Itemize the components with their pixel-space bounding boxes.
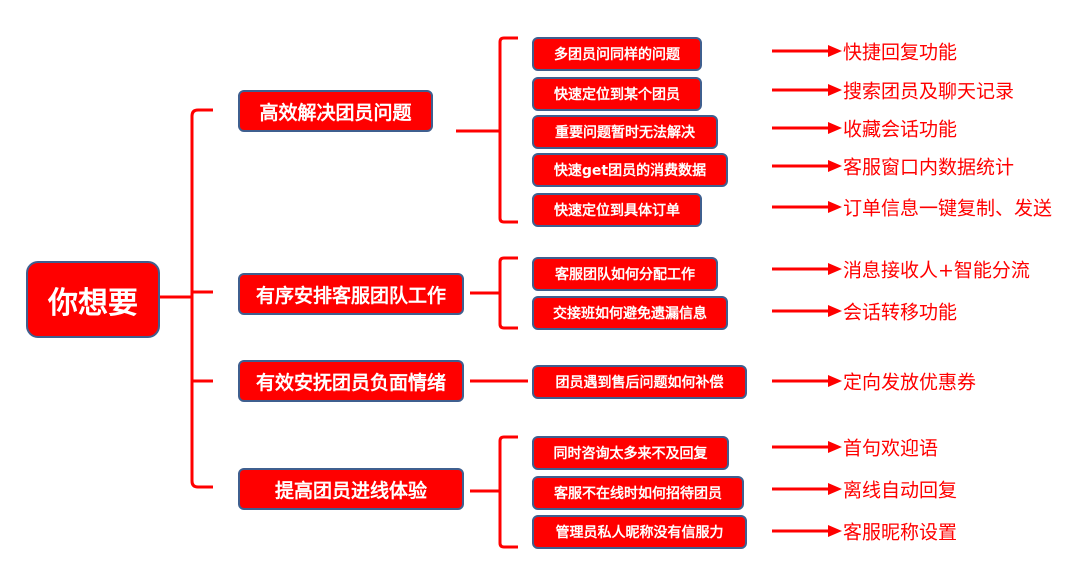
- category-node: 有效安抚团员负面情绪: [238, 360, 464, 402]
- root-node: 你想要: [26, 261, 160, 338]
- need-node: 团员遇到售后问题如何补偿: [532, 365, 747, 399]
- solution-text: 收藏会话功能: [843, 118, 958, 141]
- category-node: 有序安排客服团队工作: [238, 273, 464, 315]
- need-node: 客服不在线时如何招待团员: [532, 476, 744, 510]
- need-node: 多团员问同样的问题: [532, 37, 702, 71]
- arrow-head-icon: [828, 45, 842, 57]
- solution-text: 订单信息一键复制、发送: [843, 197, 1053, 220]
- need-node: 管理员私人昵称没有信服力: [532, 515, 747, 549]
- arrow-head-icon: [828, 263, 842, 275]
- solution-text: 客服昵称设置: [843, 521, 958, 544]
- solution-text: 离线自动回复: [843, 479, 958, 502]
- need-node: 快速get团员的消费数据: [532, 153, 728, 187]
- need-node: 重要问题暂时无法解决: [532, 115, 718, 149]
- need-node: 同时咨询太多来不及回复: [532, 436, 729, 470]
- arrow-head-icon: [828, 160, 842, 172]
- solution-text: 首句欢迎语: [843, 437, 939, 460]
- arrow-head-icon: [828, 305, 842, 317]
- solution-text: 客服窗口内数据统计: [843, 156, 1015, 179]
- solution-text: 消息接收人+智能分流: [843, 259, 1030, 282]
- arrow-head-icon: [828, 525, 842, 537]
- solution-text: 快捷回复功能: [843, 41, 958, 64]
- need-node: 客服团队如何分配工作: [532, 257, 718, 291]
- arrow-head-icon: [828, 122, 842, 134]
- solution-text: 定向发放优惠券: [843, 371, 977, 394]
- need-node: 快速定位到某个团员: [532, 77, 702, 111]
- category-node: 提高团员进线体验: [238, 468, 464, 510]
- arrow-head-icon: [828, 441, 842, 453]
- category-node: 高效解决团员问题: [238, 90, 433, 132]
- solution-text: 会话转移功能: [843, 301, 958, 324]
- arrow-head-icon: [828, 483, 842, 495]
- need-node: 交接班如何避免遗漏信息: [532, 296, 728, 330]
- solution-text: 搜索团员及聊天记录: [843, 80, 1015, 103]
- arrow-head-icon: [828, 201, 842, 213]
- arrow-head-icon: [828, 375, 842, 387]
- need-node: 快速定位到具体订单: [532, 193, 702, 227]
- arrow-head-icon: [828, 84, 842, 96]
